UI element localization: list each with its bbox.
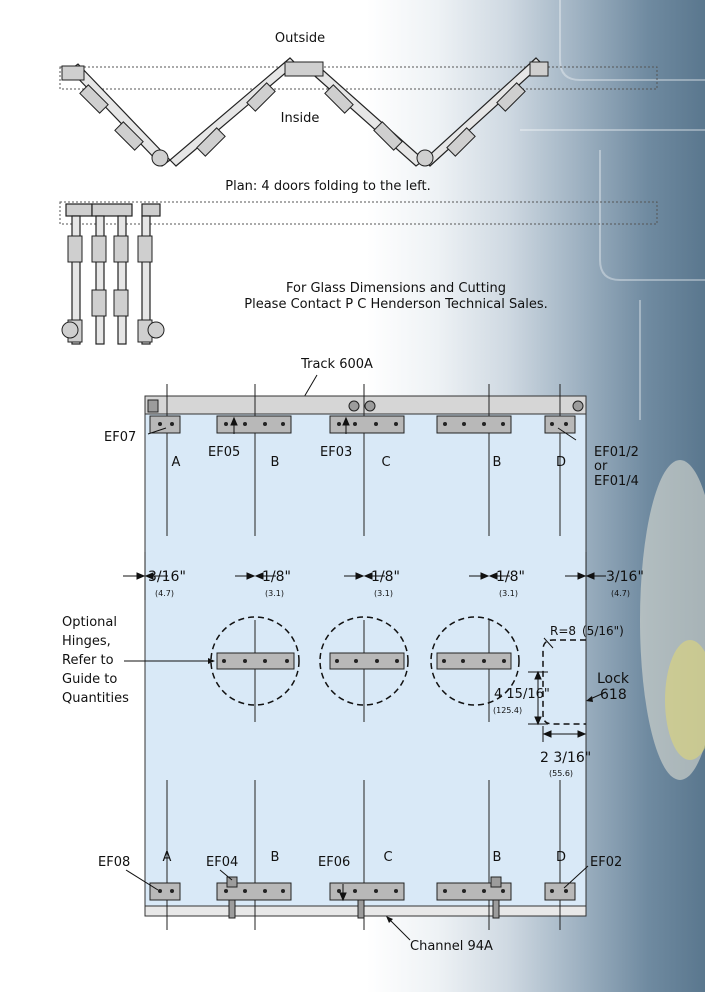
top-hinge-screws <box>158 422 568 426</box>
lock-outline <box>542 639 586 725</box>
outside-label: Outside <box>275 31 325 46</box>
bottom-channel <box>144 905 587 917</box>
gap-5-metric: (4.7) <box>611 589 630 598</box>
optional-hinges-line-3: Refer to <box>62 653 114 668</box>
plan1-hardware <box>61 61 549 167</box>
plan-caption: Plan: 4 doors folding to the left. <box>225 179 430 194</box>
lock-height-dimension <box>528 670 548 726</box>
bottom-code-arrows <box>125 865 589 902</box>
lock-label-1: Lock <box>597 671 630 687</box>
top-rollers <box>147 399 584 413</box>
code-ef05: EF05 <box>208 445 240 460</box>
gap-arrows <box>123 572 606 580</box>
plan2-hinges <box>61 235 165 343</box>
bottom-pivots <box>226 876 502 919</box>
code-or: or <box>594 459 608 474</box>
plan2-track <box>59 201 658 225</box>
bottom-hinge-screws <box>158 889 568 893</box>
notice-line-1: For Glass Dimensions and Cutting <box>286 281 506 296</box>
inside-label: Inside <box>281 111 320 126</box>
code-ef01-2: EF01/2 <box>594 445 639 460</box>
lock-height-imperial: 4 15/16" <box>494 687 550 702</box>
bottom-letter-b: B <box>271 850 280 865</box>
code-ef02: EF02 <box>590 855 622 870</box>
top-letter-b: B <box>271 455 280 470</box>
gap-2-metric: (3.1) <box>265 589 284 598</box>
optional-hinges-line-2: Hinges, <box>62 634 111 649</box>
gap-3-metric: (3.1) <box>374 589 393 598</box>
lock-height-metric: (125.4) <box>493 706 522 715</box>
code-ef04: EF04 <box>206 855 238 870</box>
code-ef08: EF08 <box>98 855 130 870</box>
gap-3-imperial: 1/8" <box>371 569 400 585</box>
notice-line-2: Please Contact P C Henderson Technical S… <box>244 297 547 312</box>
gap-1-imperial: 3/16" <box>148 569 186 585</box>
top-letter-a: A <box>172 455 181 470</box>
channel-leader <box>387 917 411 941</box>
lock-width-metric: (55.6) <box>549 769 573 778</box>
radius-label: R=8 <box>550 624 576 638</box>
top-letter-c: C <box>381 455 390 470</box>
bottom-letter-c: C <box>383 850 392 865</box>
optional-hinges <box>216 652 512 670</box>
optional-hinge-screws <box>222 659 506 663</box>
gap-4-metric: (3.1) <box>499 589 518 598</box>
bottom-letter-b2: B <box>493 850 502 865</box>
gap-5-imperial: 3/16" <box>606 569 644 585</box>
lock-width-imperial: 2 3/16" <box>540 750 591 766</box>
radius-imperial: (5/16") <box>582 624 624 638</box>
optional-hinges-line-4: Guide to <box>62 672 117 687</box>
code-ef07: EF07 <box>104 430 136 445</box>
channel-label: Channel 94A <box>410 939 493 954</box>
track-label: Track 600A <box>300 357 373 372</box>
top-hinges <box>149 415 576 434</box>
gap-1-metric: (4.7) <box>155 589 174 598</box>
bottom-letter-a: A <box>163 850 172 865</box>
panel-divisions <box>144 384 587 930</box>
optional-hinge-circles <box>210 616 520 706</box>
top-code-arrows <box>147 416 577 441</box>
gap-2-imperial: 1/8" <box>262 569 291 585</box>
code-ef03: EF03 <box>320 445 352 460</box>
code-ef01-4: EF01/4 <box>594 474 639 489</box>
bottom-hinges <box>149 882 576 901</box>
plan2-stacked-doors <box>65 203 161 345</box>
lock-label-2: 618 <box>600 687 627 703</box>
top-letter-d: D <box>556 455 566 470</box>
optional-hinges-line-1: Optional <box>62 615 117 630</box>
gap-4-imperial: 1/8" <box>496 569 525 585</box>
bottom-letter-d: D <box>556 850 566 865</box>
lock-width-dimension <box>542 726 587 742</box>
top-letter-b2: B <box>493 455 502 470</box>
code-ef06: EF06 <box>318 855 350 870</box>
plan1-track <box>59 66 658 90</box>
optional-hinges-line-5: Quantities <box>62 691 129 706</box>
